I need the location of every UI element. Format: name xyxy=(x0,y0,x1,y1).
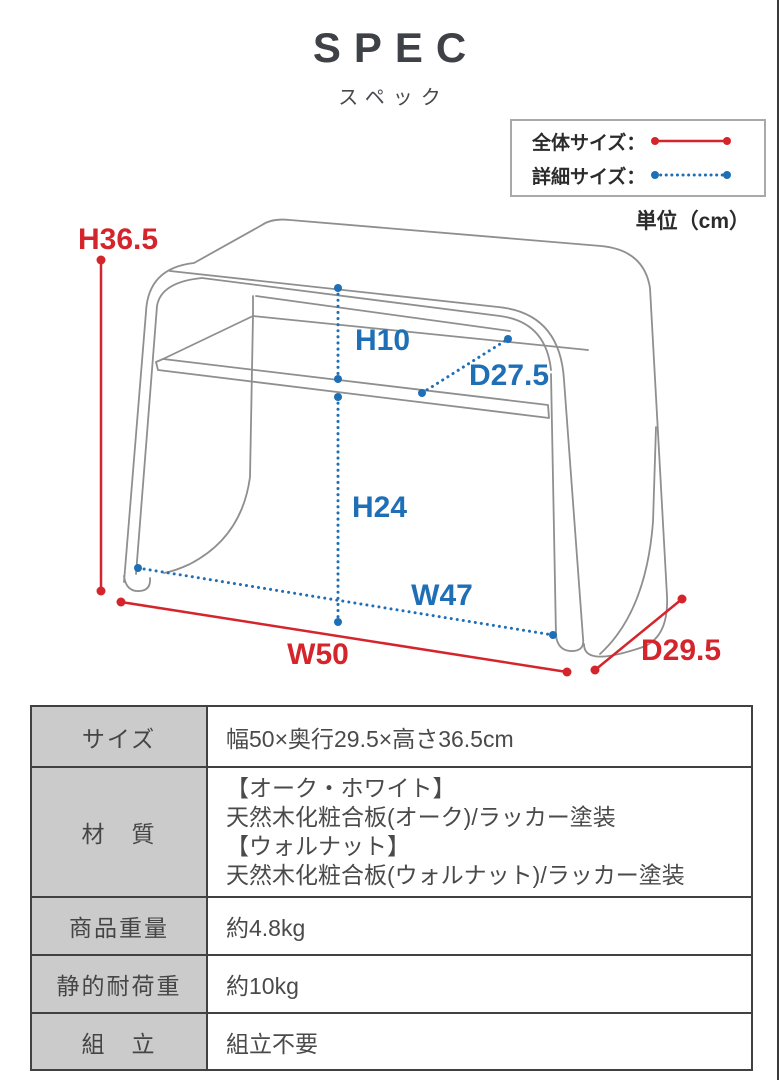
dim-label-w47: W47 xyxy=(411,579,473,612)
row-value-assembly: 組立不要 xyxy=(206,1012,753,1071)
dim-line-w50 xyxy=(120,600,568,674)
material-line-walnut-detail: 天然木化粧合板(ウォルナット)/ラッカー塗装 xyxy=(226,862,685,888)
spec-table: サイズ 幅50×奥行29.5×高さ36.5cm 材 質 【オーク・ホワイト】 天… xyxy=(30,705,753,1071)
dim-line-d27-5 xyxy=(420,337,510,395)
dim-label-h36-5: H36.5 xyxy=(78,223,158,256)
dim-label-d27-5: D27.5 xyxy=(469,359,549,392)
table-row-material: 材 質 【オーク・ホワイト】 天然木化粧合板(オーク)/ラッカー塗装 【ウォルナ… xyxy=(30,766,753,898)
page-title: SPEC xyxy=(312,24,480,71)
dim-line-d29-5 xyxy=(594,598,683,671)
dim-label-d29-5: D29.5 xyxy=(641,634,721,667)
overall-size-line-icon xyxy=(651,137,732,145)
unit-label: 単位（cm） xyxy=(635,210,750,233)
material-line-oak-header: 【オーク・ホワイト】 xyxy=(226,775,456,801)
size-legend: 全体サイズ： 詳細サイズ： xyxy=(510,119,766,197)
table-row-load-capacity: 静的耐荷重 約10kg xyxy=(30,954,753,1014)
dim-label-h24: H24 xyxy=(352,491,407,524)
row-label-load-capacity: 静的耐荷重 xyxy=(30,954,208,1014)
row-value-load-capacity: 約10kg xyxy=(206,954,753,1014)
row-label-weight: 商品重量 xyxy=(30,896,208,956)
image-right-border xyxy=(777,0,779,1080)
table-row-weight: 商品重量 約4.8kg xyxy=(30,896,753,956)
side-table-sketch xyxy=(123,218,668,658)
dim-label-h10: H10 xyxy=(355,324,410,357)
dim-line-w47 xyxy=(136,566,555,637)
row-label-assembly: 組 立 xyxy=(30,1012,208,1071)
legend-overall-label: 全体サイズ： xyxy=(532,132,646,154)
row-value-weight: 約4.8kg xyxy=(206,896,753,956)
header: SPEC スペック xyxy=(0,24,779,110)
table-row-size: サイズ 幅50×奥行29.5×高さ36.5cm xyxy=(30,705,753,768)
page-subtitle: スペック xyxy=(338,87,449,109)
row-label-material: 材 質 xyxy=(30,766,208,898)
row-label-size: サイズ xyxy=(30,705,208,768)
material-line-oak-detail: 天然木化粧合板(オーク)/ラッカー塗装 xyxy=(226,804,616,830)
legend-detail-label: 詳細サイズ： xyxy=(532,166,646,188)
row-value-size: 幅50×奥行29.5×高さ36.5cm xyxy=(206,705,753,768)
dimension-diagram: H10 H24 W47 D27.5 H36.5 W50 D29.5 xyxy=(78,218,721,677)
legend-row-detail: 詳細サイズ： xyxy=(532,162,764,189)
detail-size-line-icon xyxy=(651,171,732,179)
detail-dimension-lines: H10 H24 W47 D27.5 xyxy=(134,284,557,639)
table-row-assembly: 組 立 組立不要 xyxy=(30,1012,753,1071)
dim-label-w50: W50 xyxy=(287,638,349,671)
overall-dimension-lines: H36.5 W50 D29.5 xyxy=(78,223,721,677)
row-value-material: 【オーク・ホワイト】 天然木化粧合板(オーク)/ラッカー塗装 【ウォルナット】 … xyxy=(206,766,753,898)
legend-row-overall: 全体サイズ： xyxy=(532,128,764,155)
material-line-walnut-header: 【ウォルナット】 xyxy=(226,833,410,859)
